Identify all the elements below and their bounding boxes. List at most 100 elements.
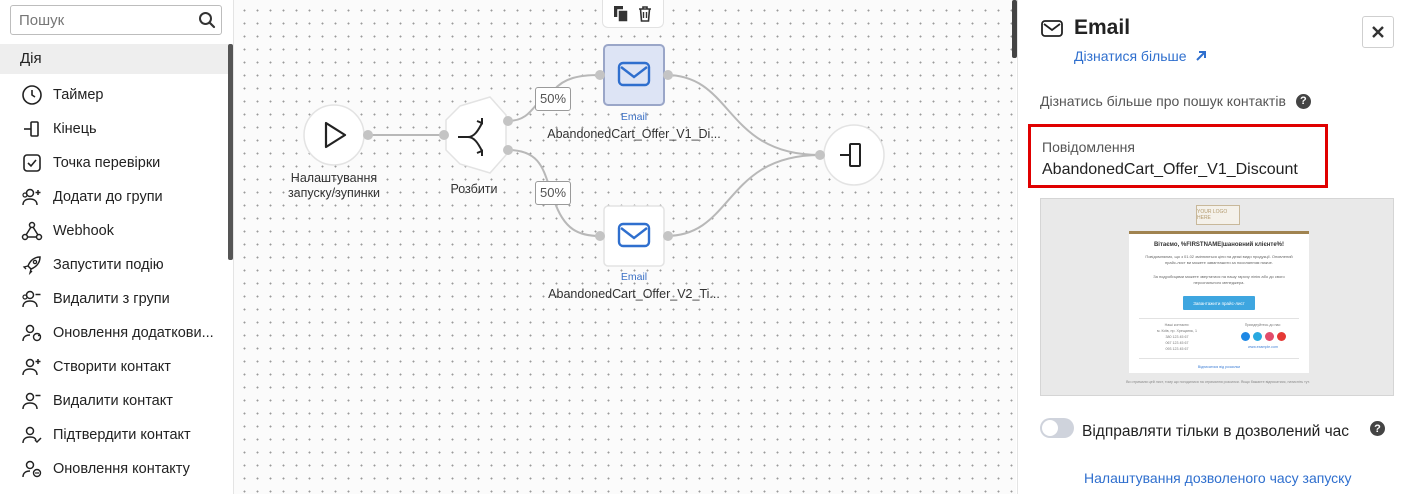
preview-site-link: www.example.com — [1248, 345, 1278, 349]
sidebar-item-create-contact[interactable]: Створити контакт — [0, 350, 228, 384]
allowed-time-settings-link[interactable]: Налаштування дозволеного часу запуску — [1084, 470, 1352, 486]
email-node-2-type: Email — [620, 271, 648, 283]
sidebar-item-timer[interactable]: Таймер — [0, 78, 228, 112]
sidebar-item-label: Створити контакт — [53, 359, 171, 375]
preview-contacts-title: Наші контакти: — [1164, 323, 1190, 327]
sidebar-item-remove-from-group[interactable]: Видалити з групи — [0, 282, 228, 316]
sidebar-item-label: Webhook — [53, 223, 114, 239]
help-icon[interactable]: ? — [1370, 421, 1385, 436]
user-update-icon — [20, 457, 44, 481]
message-label: Повідомлення — [1042, 139, 1135, 155]
sidebar-item-update-custom-fields[interactable]: Оновлення додаткови... — [0, 316, 228, 350]
end-node[interactable] — [815, 124, 885, 186]
sidebar-item-label: Оновлення додаткови... — [53, 325, 214, 341]
start-node-label: Налаштування запуску/зупинки — [274, 171, 394, 201]
preview-footer: Ви отримали цей лист, тому що погодилися… — [1126, 380, 1310, 384]
workflow-connections — [303, 44, 885, 267]
preview-follow-title: Приєднуйтесь до нас: — [1244, 323, 1282, 327]
clock-icon — [20, 83, 44, 107]
contact-search-info: Дізнатись більше про пошук контактів ? — [1040, 93, 1311, 109]
email-node-1-label: AbandonedCart_Offer_V1_Di... — [547, 127, 721, 141]
webhook-icon — [20, 219, 44, 243]
user-refresh-icon — [20, 321, 44, 345]
sidebar-item-label: Оновлення контакту — [53, 461, 190, 477]
section-header-action: Дія — [0, 44, 228, 74]
group-remove-icon — [20, 287, 44, 311]
email-icon — [1040, 18, 1064, 40]
split-node[interactable] — [439, 96, 513, 174]
sidebar-item-label: Додати до групи — [53, 189, 163, 205]
search-icon[interactable] — [193, 6, 221, 34]
sidebar-item-confirm-contact[interactable]: Підтвердити контакт — [0, 418, 228, 452]
sidebar-item-label: Таймер — [53, 87, 104, 103]
email-node-2-label: AbandonedCart_Offer_V2_Ti... — [548, 287, 720, 301]
contact-search-text: Дізнатись більше про пошук контактів — [1040, 93, 1286, 109]
close-button[interactable] — [1362, 16, 1394, 48]
sidebar: Дія Таймер Кінець Точка перевірки Додати… — [0, 0, 234, 494]
email-preview[interactable]: YOUR LOGO HERE Вітаємо, %FIRSTNAME|шанов… — [1040, 198, 1394, 396]
sidebar-item-trigger-event[interactable]: Запустити подію — [0, 248, 228, 282]
preview-logo: YOUR LOGO HERE — [1196, 205, 1240, 225]
search-input[interactable] — [11, 6, 193, 34]
external-link-icon — [1195, 51, 1206, 61]
start-node-label-line1: Налаштування — [290, 171, 378, 185]
preview-phone-1: 380 123 45 67 — [1165, 335, 1189, 339]
user-add-icon — [20, 355, 44, 379]
email-node-1-type: Email — [620, 111, 648, 123]
sidebar-item-label: Запустити подію — [53, 257, 164, 273]
preview-divider-2 — [1139, 358, 1299, 359]
start-node-label-line2: запуску/зупинки — [287, 186, 381, 200]
end-icon — [20, 117, 44, 141]
sidebar-item-label: Кінець — [53, 121, 97, 137]
split-percentage-1[interactable]: 50% — [535, 87, 571, 111]
search-box[interactable] — [10, 5, 222, 35]
learn-more-label: Дізнатися більше — [1074, 48, 1187, 64]
sidebar-item-label: Видалити контакт — [53, 393, 173, 409]
allowed-time-toggle[interactable] — [1040, 418, 1074, 438]
preview-paragraph-1: Повідомляємо, що з 01.02 змінюються ціни… — [1145, 254, 1293, 265]
preview-contacts: Наші контакти: м. Київ, пр. Хрещатик, 1 … — [1137, 322, 1217, 352]
preview-contacts-address: м. Київ, пр. Хрещатик, 1 — [1157, 329, 1197, 333]
workflow-canvas[interactable]: 50% 50% Налаштування запуску/зупинки Роз… — [234, 0, 1016, 494]
preview-heading: Вітаємо, %FIRSTNAME|шановний клієнте%! — [1153, 242, 1285, 248]
help-icon[interactable]: ? — [1295, 93, 1311, 109]
rocket-icon — [20, 253, 44, 277]
message-field-highlight[interactable]: Повідомлення AbandonedCart_Offer_V1_Disc… — [1028, 124, 1328, 188]
preview-download-button: Завантажити прайс-лист — [1183, 296, 1255, 310]
learn-more-link[interactable]: Дізнатися більше — [1074, 48, 1207, 64]
message-value[interactable]: AbandonedCart_Offer_V1_Discount — [1042, 161, 1298, 178]
preview-unsubscribe: Відписатися від розсилки — [1197, 365, 1241, 369]
sidebar-item-label: Точка перевірки — [53, 155, 161, 171]
sidebar-item-add-to-group[interactable]: Додати до групи — [0, 180, 228, 214]
sidebar-item-checkpoint[interactable]: Точка перевірки — [0, 146, 228, 180]
sidebar-item-label: Підтвердити контакт — [53, 427, 191, 443]
panel-title: Email — [1074, 16, 1131, 39]
instagram-icon — [1265, 332, 1274, 341]
start-stop-node[interactable] — [303, 104, 373, 166]
sidebar-item-delete-contact[interactable]: Видалити контакт — [0, 384, 228, 418]
node-toolbar — [602, 0, 664, 28]
sidebar-item-update-contact[interactable]: Оновлення контакту — [0, 452, 228, 486]
close-icon — [1372, 26, 1384, 38]
allowed-time-label: Відправляти тільки в дозволений час — [1082, 423, 1350, 440]
email-node-1[interactable] — [595, 44, 673, 106]
facebook-icon — [1241, 332, 1250, 341]
split-node-label: Розбити — [450, 182, 498, 196]
toggle-knob — [1042, 420, 1058, 436]
sidebar-item-end[interactable]: Кінець — [0, 112, 228, 146]
canvas-scrollbar[interactable] — [1012, 0, 1017, 58]
preview-phone-2: 067 123 45 67 — [1165, 341, 1189, 345]
user-remove-icon — [20, 389, 44, 413]
copy-icon[interactable] — [610, 3, 632, 25]
preview-phone-3: 093 123 45 67 — [1165, 347, 1189, 351]
trash-icon[interactable] — [634, 3, 656, 25]
preview-divider — [1139, 318, 1299, 319]
youtube-icon — [1277, 332, 1286, 341]
sidebar-item-webhook[interactable]: Webhook — [0, 214, 228, 248]
email-node-2[interactable] — [595, 205, 673, 267]
group-add-icon — [20, 185, 44, 209]
split-percentage-2[interactable]: 50% — [535, 181, 571, 205]
node-settings-panel: Email Дізнатися більше Дізнатись більше … — [1017, 0, 1403, 494]
sidebar-scrollbar[interactable] — [228, 44, 233, 260]
preview-email-card: Вітаємо, %FIRSTNAME|шановний клієнте%! П… — [1129, 231, 1309, 373]
